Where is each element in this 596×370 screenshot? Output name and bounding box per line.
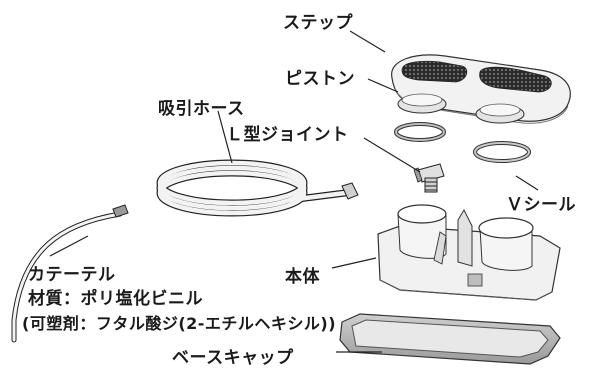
label-suction-hose: 吸引ホース xyxy=(158,99,245,119)
label-material: 材質：ポリ塩化ビニル xyxy=(28,289,203,309)
label-v-seal: Ｖシール xyxy=(506,195,576,215)
leader-lines xyxy=(49,30,539,353)
main-body-part xyxy=(377,204,561,301)
left-tread-pad xyxy=(401,60,468,83)
piston-part xyxy=(397,93,525,124)
catheter-part xyxy=(11,204,129,343)
label-body: 本体 xyxy=(285,267,320,287)
label-plasticizer: (可塑剤：フタル酸ジ(2-エチルヘキシル)) xyxy=(22,314,337,333)
l-joint-part xyxy=(413,163,445,193)
right-tread-pad xyxy=(479,66,552,93)
label-l-joint: Ｌ型ジョイント xyxy=(226,125,349,145)
label-base-cap: ベースキャップ xyxy=(172,348,294,368)
suction-hose-part xyxy=(156,159,359,217)
base-cap-part xyxy=(339,313,561,365)
label-catheter: カテーテル xyxy=(28,265,116,285)
ring-seal xyxy=(394,122,446,142)
v-seal-part xyxy=(473,141,531,163)
label-step: ステップ xyxy=(283,13,353,33)
label-piston: ピストン xyxy=(285,69,355,89)
